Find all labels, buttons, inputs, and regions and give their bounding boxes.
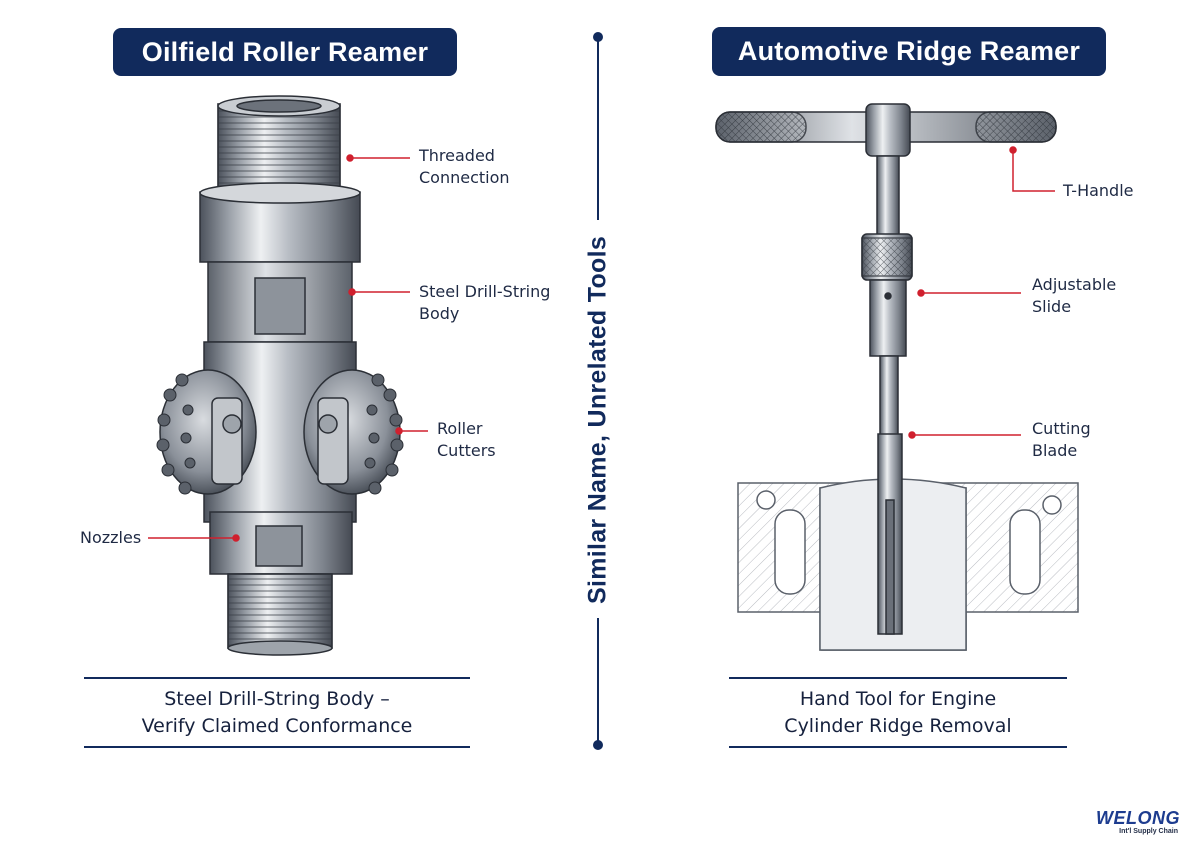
callout-adjustable-slide: Adjustable Slide — [1032, 275, 1117, 316]
left-title: Oilfield Roller Reamer — [113, 28, 457, 76]
roller-reamer-illustration — [156, 95, 404, 656]
center-divider — [593, 32, 603, 750]
callout-cutting-blade: Cutting Blade — [1032, 419, 1091, 460]
callout-steel-body: Steel Drill-String Body — [419, 282, 551, 323]
left-callout-lines — [148, 154, 428, 542]
divider-text: Similar Name, Unrelated Tools — [583, 235, 612, 605]
right-caption: Hand Tool for Engine Cylinder Ridge Remo… — [784, 688, 1012, 737]
callout-nozzles: Nozzles — [80, 528, 142, 547]
engine-block-section — [737, 478, 1079, 651]
brand-logo: WELONG — [1096, 808, 1180, 828]
brand-tagline: Int'l Supply Chain — [1119, 828, 1178, 835]
ridge-reamer-illustration — [715, 103, 1057, 635]
callout-t-handle: T-Handle — [1063, 181, 1134, 200]
callout-roller-cutters: Roller Cutters — [437, 419, 496, 460]
right-title: Automotive Ridge Reamer — [712, 27, 1106, 76]
left-caption: Steel Drill-String Body – Verify Claimed… — [141, 688, 413, 737]
callout-threaded-connection: Threaded Connection — [419, 146, 510, 187]
right-callout-lines — [908, 146, 1055, 439]
caption-rules — [84, 677, 1067, 748]
